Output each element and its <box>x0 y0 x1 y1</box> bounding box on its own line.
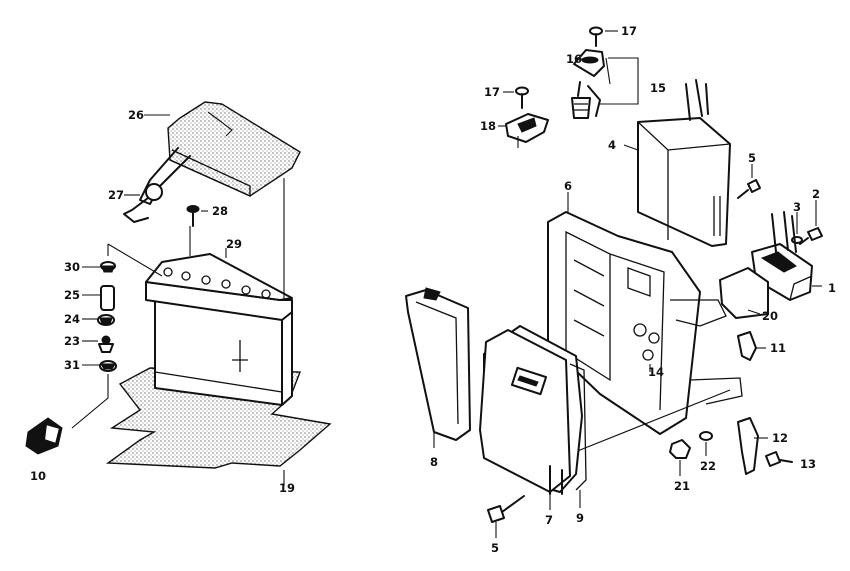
callout-17a: 17 <box>621 24 637 38</box>
screw-28 <box>186 205 200 227</box>
callout-1: 1 <box>828 281 836 295</box>
callout-28: 28 <box>212 204 228 218</box>
cable-clamp <box>505 113 549 148</box>
bracket-plate <box>719 267 769 319</box>
grommet-assembly <box>571 26 639 119</box>
callout-19: 19 <box>279 481 295 495</box>
callout-15: 15 <box>650 81 666 95</box>
callout-18: 18 <box>480 119 496 133</box>
callout-14: 14 <box>648 365 664 379</box>
battery-cover <box>139 101 301 205</box>
terminal-parts-stack <box>97 261 117 372</box>
clip-11 <box>737 331 766 361</box>
left-leaders <box>71 178 285 429</box>
electrical-box-group <box>405 26 823 538</box>
main-housing <box>547 192 743 435</box>
side-cover <box>405 287 471 448</box>
callout-17b: 17 <box>484 85 500 99</box>
callout-20: 20 <box>762 309 778 323</box>
callout-10: 10 <box>30 469 46 483</box>
terminal-cap <box>25 417 63 455</box>
callout-24: 24 <box>64 312 80 326</box>
battery-strap <box>123 111 233 223</box>
callout-11: 11 <box>770 341 786 355</box>
callout-25: 25 <box>64 288 80 302</box>
callout-2: 2 <box>812 187 820 201</box>
callout-22: 22 <box>700 459 716 473</box>
clip-12 <box>737 417 768 475</box>
callout-4: 4 <box>608 138 616 152</box>
callout-9: 9 <box>576 511 584 525</box>
callout-29: 29 <box>226 237 242 251</box>
screw-17-left <box>515 86 529 109</box>
callout-3: 3 <box>793 200 801 214</box>
screw-2-washer-3 <box>791 200 823 245</box>
callout-16: 16 <box>566 52 582 66</box>
callout-13: 13 <box>800 457 816 471</box>
callout-labels: 1 2 3 4 5 5 6 7 8 9 10 11 12 13 14 15 16… <box>30 24 836 555</box>
callout-5b: 5 <box>491 541 499 555</box>
control-module <box>623 79 731 247</box>
callout-5a: 5 <box>748 151 756 165</box>
label-ticks <box>82 30 618 486</box>
screw-5-upper <box>737 164 761 199</box>
callout-30: 30 <box>64 260 80 274</box>
nut-21 <box>669 439 691 476</box>
callout-31: 31 <box>64 358 80 372</box>
screw-5-lower <box>487 495 525 538</box>
callout-8: 8 <box>430 455 438 469</box>
callout-7: 7 <box>545 513 553 527</box>
battery-case <box>145 253 293 406</box>
callout-27: 27 <box>108 188 124 202</box>
callout-26: 26 <box>128 108 144 122</box>
front-panel <box>479 325 587 510</box>
battery-group <box>25 101 332 469</box>
screw-13 <box>765 451 793 467</box>
callout-23: 23 <box>64 334 80 348</box>
washer-22 <box>559 389 731 459</box>
callout-21: 21 <box>674 479 690 493</box>
callout-6: 6 <box>564 179 572 193</box>
callout-12: 12 <box>772 431 788 445</box>
